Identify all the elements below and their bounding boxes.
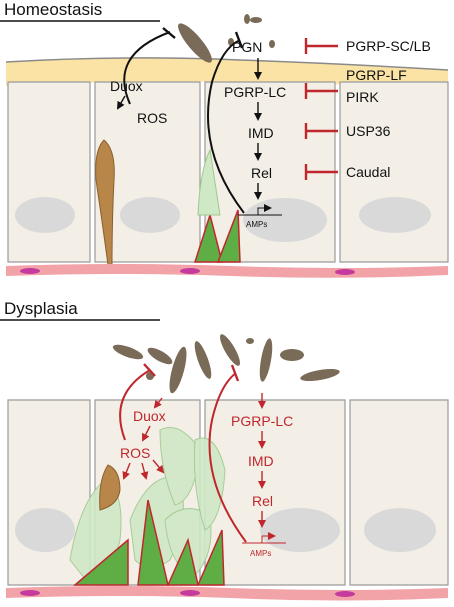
dysplasia-panel: Dysplasia [0,299,449,601]
nucleus [359,197,431,233]
muscle-nucleus [180,590,200,596]
ros-label: ROS [137,110,167,126]
nucleus [260,508,340,552]
amps-inhibition-bar [234,31,244,49]
enteroblast-cell [197,148,221,216]
ros-effect-arrow [122,462,131,480]
imd-label: IMD [248,453,274,469]
bacterium [280,349,304,361]
imd-label: IMD [248,125,274,141]
ros-inhibits-bacteria-line [119,369,151,441]
duox-to-ros-arrow [142,425,151,442]
bacterium [147,347,173,365]
enteroendocrine-cell [99,464,121,511]
rel-label: Rel [251,165,272,181]
stem-cell [72,538,129,586]
muscle-nucleus [335,591,355,597]
bacterium [269,40,275,48]
inhibitor-pgrp-sc-lb: PGRP-SC/LB [346,38,431,54]
bacteria-to-duox-arrow [153,397,163,409]
stem-cell [196,529,225,586]
stem-cell [166,537,199,586]
bacterium [259,338,273,382]
bacterium [112,344,144,360]
amps-inhibit-bacteria-line [208,372,247,543]
inhibitor-pgrp-lf: PGRP-LF [346,67,407,83]
nucleus [364,508,436,552]
mucus-layer-border [5,57,449,71]
stem-cell [216,209,241,263]
pgrp-lc-label: PGRP-LC [231,413,293,429]
epithelial-cell [349,399,449,586]
bacterium [178,23,212,63]
amps-inhibit-pgn-line [207,39,245,214]
nucleus [120,197,180,233]
bacterium [169,346,187,394]
stem-cell [137,499,169,586]
muscle-nucleus [180,268,200,274]
bacterium [246,338,254,344]
bacterium [220,334,240,366]
inhibitor-caudal: Caudal [346,164,390,180]
nuclei [15,508,436,552]
homeostasis-panel: Homeostasis [0,0,449,278]
muscle-nucleus [20,268,40,274]
nucleus [15,197,75,233]
duox-label: Duox [133,408,166,424]
basement-membrane [6,586,448,601]
ros-inhibition-bar [143,363,156,377]
bacterium [250,17,262,23]
basement-membrane [6,264,448,278]
amps-label: AMPs [246,220,267,229]
enteroendocrine-cell [95,139,115,266]
ros-inhibition-bar [162,27,176,39]
homeostasis-title: Homeostasis [4,0,102,19]
nucleus [15,508,75,552]
mucus-layer [6,57,448,88]
amps-label: AMPs [250,549,271,558]
muscle-nucleus [335,269,355,275]
duox-label: Duox [110,78,143,94]
bacterium [300,368,340,382]
dysplasia-title: Dysplasia [4,299,78,318]
bacterium [244,14,250,24]
ros-inhibits-bacteria-line [123,31,171,105]
bacteria-group [112,334,340,394]
pgrp-lc-label: PGRP-LC [224,84,286,100]
amps-inhibition-bar [230,364,240,382]
epithelial-cell [7,81,91,263]
ros-label: ROS [120,445,150,461]
inhibitor-usp36: USP36 [346,123,391,139]
negative-regulators: PGRP-SC/LB PGRP-LF PIRK USP36 Caudal [304,38,431,180]
ros-effect-arrow [140,462,149,480]
dysplastic-cell [193,437,226,531]
ros-effect-arrow [152,459,165,474]
rel-label: Rel [252,493,273,509]
bacterium [194,341,212,379]
stem-cell [193,212,223,263]
inhibitor-pirk: PIRK [346,89,379,105]
bacteria-group [178,14,275,63]
duox-to-ros-arrow [116,95,126,110]
muscle-nucleus [20,590,40,596]
